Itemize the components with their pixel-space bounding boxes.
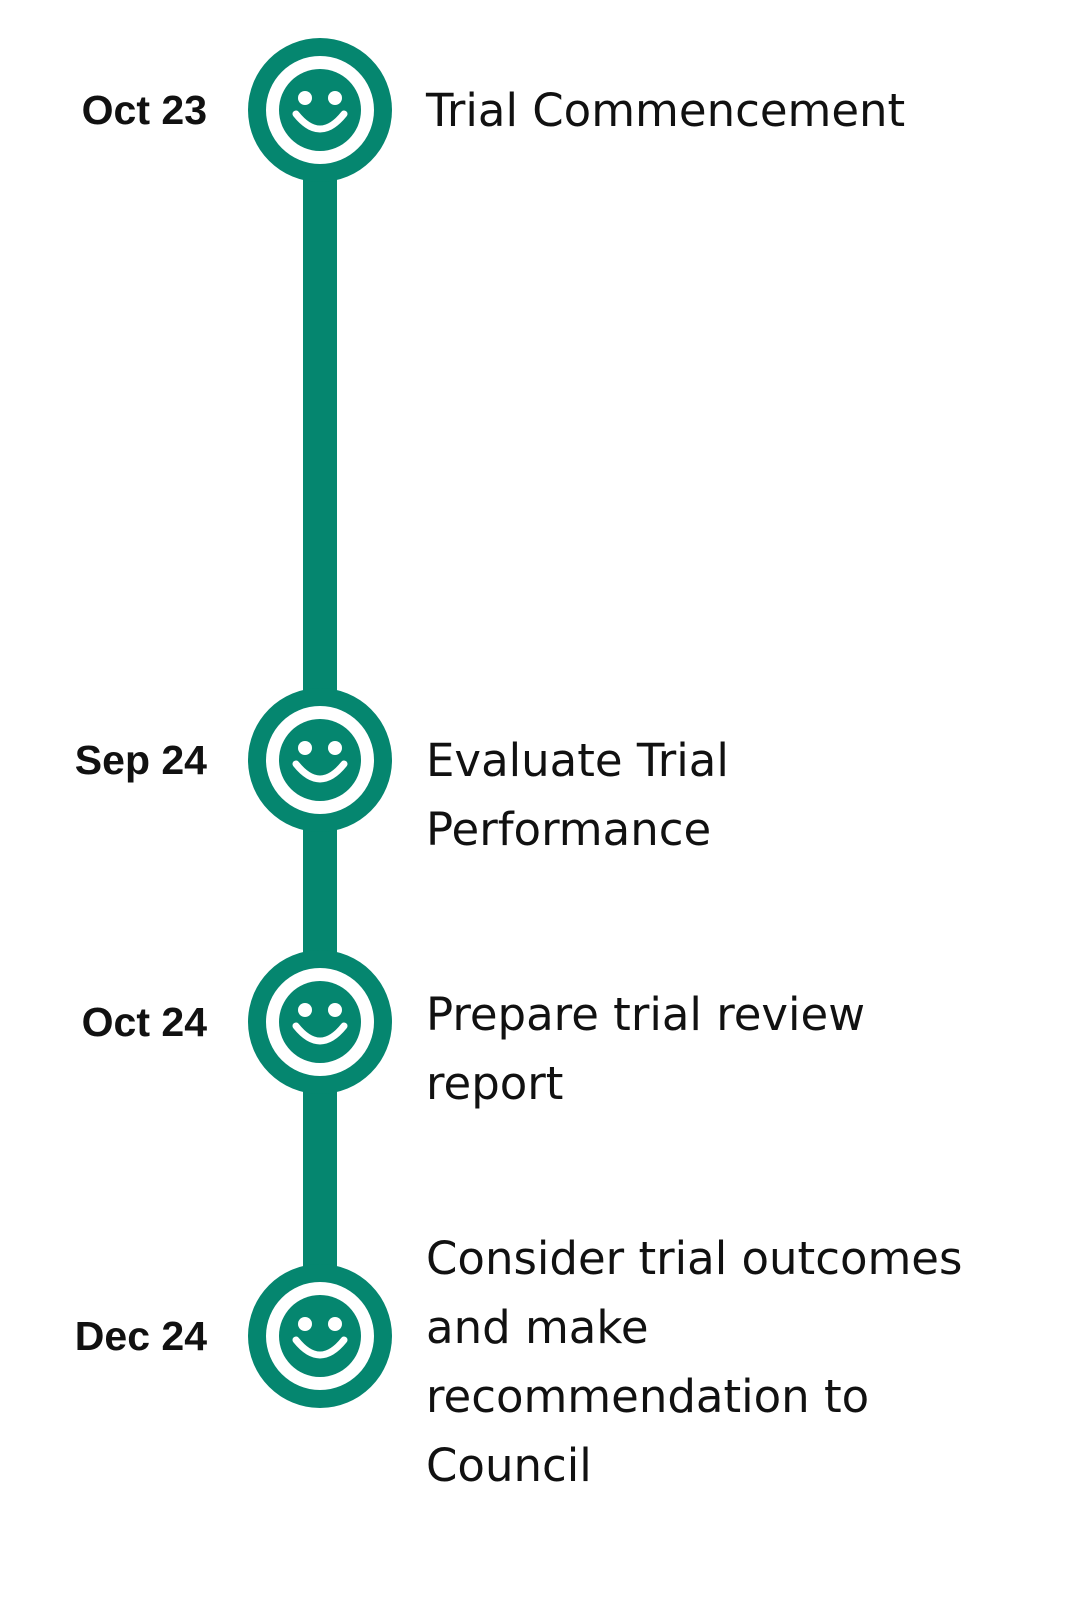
smiley-face-icon bbox=[248, 38, 392, 182]
milestone-label: Evaluate Trial Performance bbox=[426, 734, 729, 856]
smiley-face-icon bbox=[248, 688, 392, 832]
milestone-oct-23: Oct 23 Trial Commencement bbox=[0, 38, 1072, 182]
milestone-label: Consider trial outcomes and make recomme… bbox=[426, 1232, 963, 1492]
milestone-date: Sep 24 bbox=[74, 737, 207, 783]
milestone-label: Trial Commencement bbox=[426, 84, 906, 137]
smiley-face-icon bbox=[248, 1264, 392, 1408]
timeline-connector bbox=[303, 110, 337, 760]
milestone-date: Oct 24 bbox=[81, 999, 207, 1045]
milestone-oct-24: Oct 24 Prepare trial review report bbox=[0, 950, 1072, 1110]
milestone-date: Dec 24 bbox=[74, 1313, 207, 1359]
milestone-date: Oct 23 bbox=[81, 87, 207, 133]
smiley-face-icon bbox=[248, 950, 392, 1094]
milestone-label: Prepare trial review report bbox=[426, 988, 866, 1110]
milestone-sep-24: Sep 24 Evaluate Trial Performance bbox=[0, 688, 1072, 856]
milestone-dec-24: Dec 24 Consider trial outcomes and make … bbox=[0, 1232, 1072, 1492]
